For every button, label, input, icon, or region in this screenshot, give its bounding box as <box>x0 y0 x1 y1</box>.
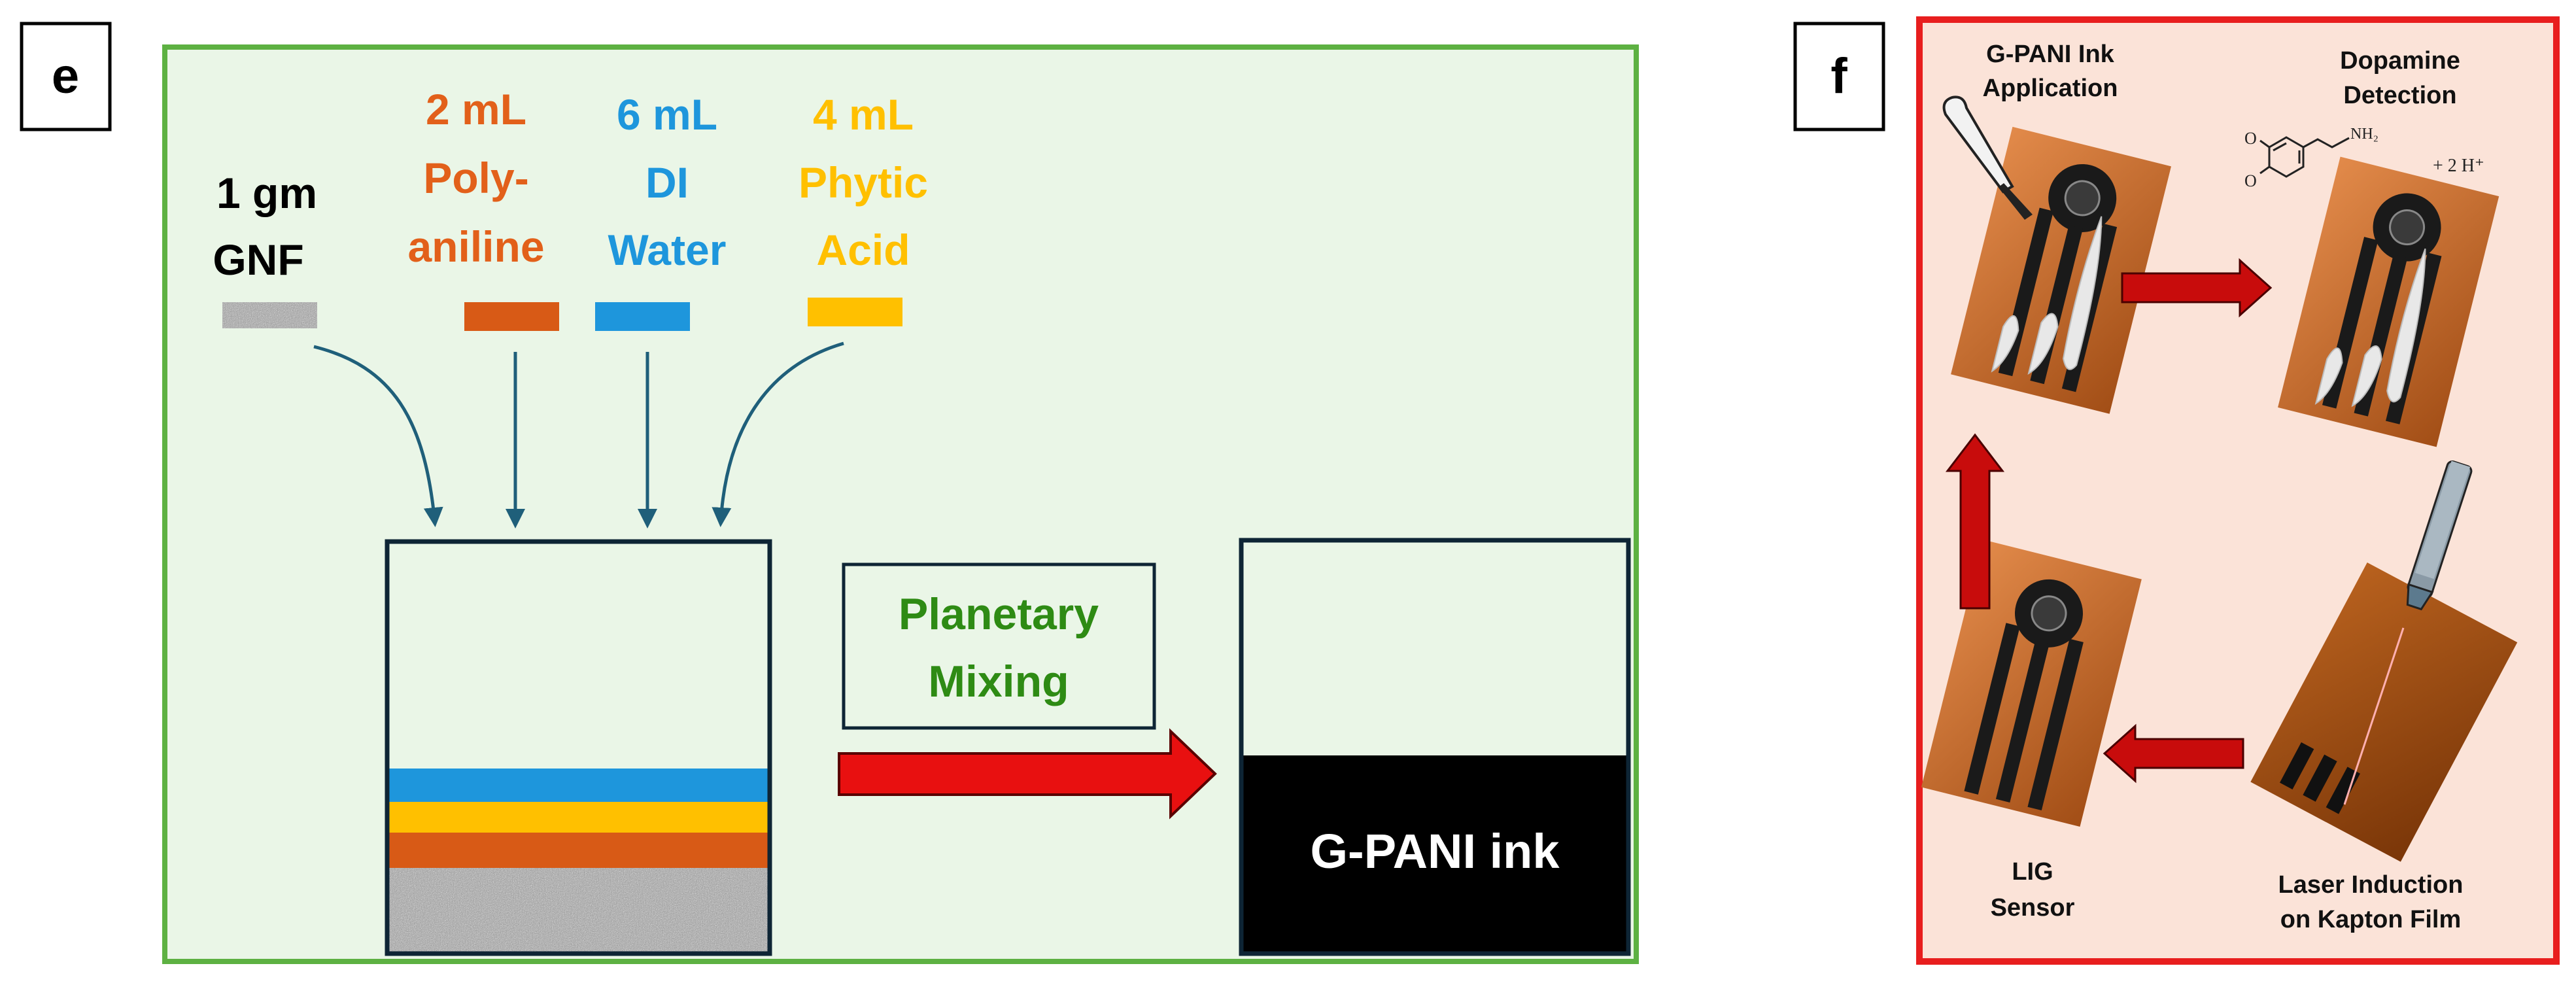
lig-lead-3 <box>2027 638 2084 811</box>
reagent-phytic-amount: 4 mL <box>813 90 914 139</box>
reagent-polyaniline-swatch <box>464 302 559 331</box>
beaker-outline <box>385 539 772 956</box>
product-beaker: G-PANI ink <box>1239 538 1631 956</box>
process-label-1: Planetary <box>899 589 1099 639</box>
lig-lead-2 <box>1995 640 2050 803</box>
step-dopamine-1: Dopamine <box>2340 47 2460 75</box>
panel-f-tag: f <box>1830 48 1847 104</box>
lig-electrode-inner <box>2031 595 2067 632</box>
layer-gnf <box>388 867 768 954</box>
lig-lead-1 <box>1964 623 2020 795</box>
product-ink <box>1241 755 1628 954</box>
panel-e-tag: e <box>52 48 79 104</box>
reagent-gnf: 1 gm GNF <box>213 169 317 328</box>
photo-laser-induction <box>2250 460 2518 862</box>
panel-f-tag-box <box>1793 22 1885 131</box>
reagent-gnf-amount: 1 gm <box>216 169 317 217</box>
step-lig-sensor-1: LIG <box>2012 858 2053 886</box>
arrow-gnf <box>313 345 443 527</box>
dropper-icon <box>1942 95 2033 220</box>
layer-polyaniline <box>388 832 768 868</box>
ink-coating-2 <box>2314 248 2426 407</box>
laser-beam <box>2343 627 2405 805</box>
step-laser-2: on Kapton Film <box>2280 906 2462 933</box>
dopamine-oxygen-2: O <box>2244 171 2257 190</box>
step-lig-sensor-2: Sensor <box>1991 894 2075 922</box>
reagent-polyaniline: 2 mL Poly- aniline <box>407 85 559 331</box>
flow-arrows <box>1945 258 2273 784</box>
reagent-polyaniline-name-2: aniline <box>407 222 544 271</box>
photo-dopamine-detection <box>2278 156 2499 447</box>
panel-e: e 1 gm GNF 2 mL Poly- aniline 6 mL DI Wa… <box>20 22 1639 964</box>
reagent-water: 6 mL DI Water <box>595 90 726 331</box>
product-label: G-PANI ink <box>1311 824 1560 878</box>
step-dopamine-2: Detection <box>2343 82 2456 109</box>
layer-water <box>388 769 768 802</box>
step-ink-application-1: G-PANI Ink <box>1986 41 2115 68</box>
dopamine-protons: + 2 H⁺ <box>2433 156 2484 176</box>
reagent-phytic-name-2: Acid <box>816 226 910 274</box>
step-ink-application-2: Application <box>1983 75 2118 102</box>
dopamine-structure <box>2259 136 2350 178</box>
arrow-to-lig <box>2103 723 2244 784</box>
layer-phytic <box>388 801 768 833</box>
reagent-water-swatch <box>595 302 690 331</box>
dopamine-oxygen-1: O <box>2244 129 2257 148</box>
mixing-beaker <box>385 539 772 956</box>
reagent-water-amount: 6 mL <box>617 90 717 139</box>
ink-coating <box>1991 216 2103 375</box>
process-arrow <box>838 728 1217 820</box>
reagent-gnf-swatch <box>222 302 317 328</box>
lig-stripe-2 <box>2303 754 2337 802</box>
dopamine-amine: NH₂ <box>2350 126 2379 143</box>
product-beaker-outline <box>1239 538 1631 956</box>
input-arrows <box>313 341 844 528</box>
reagent-phytic-name-1: Phytic <box>799 158 928 207</box>
step-laser-1: Laser Induction <box>2278 871 2464 899</box>
lig-stripe-1 <box>2280 742 2314 790</box>
photo-ink-application <box>1951 126 2171 414</box>
reagent-water-name-1: DI <box>645 158 689 207</box>
reagent-phytic: 4 mL Phytic Acid <box>799 90 928 326</box>
arrow-phytic <box>712 341 844 527</box>
reagent-polyaniline-amount: 2 mL <box>426 85 526 133</box>
reagent-water-name-2: Water <box>608 226 727 274</box>
reagent-polyaniline-name-1: Poly- <box>423 154 528 202</box>
reagent-phytic-swatch <box>808 298 902 326</box>
lig-stripe-3 <box>2326 767 2360 814</box>
arrow-to-application <box>1945 433 2005 610</box>
reagent-gnf-name: GNF <box>213 235 303 284</box>
arrow-to-detection <box>2121 258 2273 318</box>
electrode-working-2-inner <box>2389 209 2426 246</box>
panel-e-tag-box <box>20 22 112 131</box>
photo-lig-sensor <box>1921 540 2142 827</box>
panel-f: f G-PANI Ink Application Dopamine Detect… <box>1793 16 2560 965</box>
process-box <box>842 562 1156 730</box>
laser-head <box>2406 460 2473 611</box>
electrode-working-inner <box>2064 180 2101 216</box>
process-label-2: Mixing <box>928 657 1069 706</box>
